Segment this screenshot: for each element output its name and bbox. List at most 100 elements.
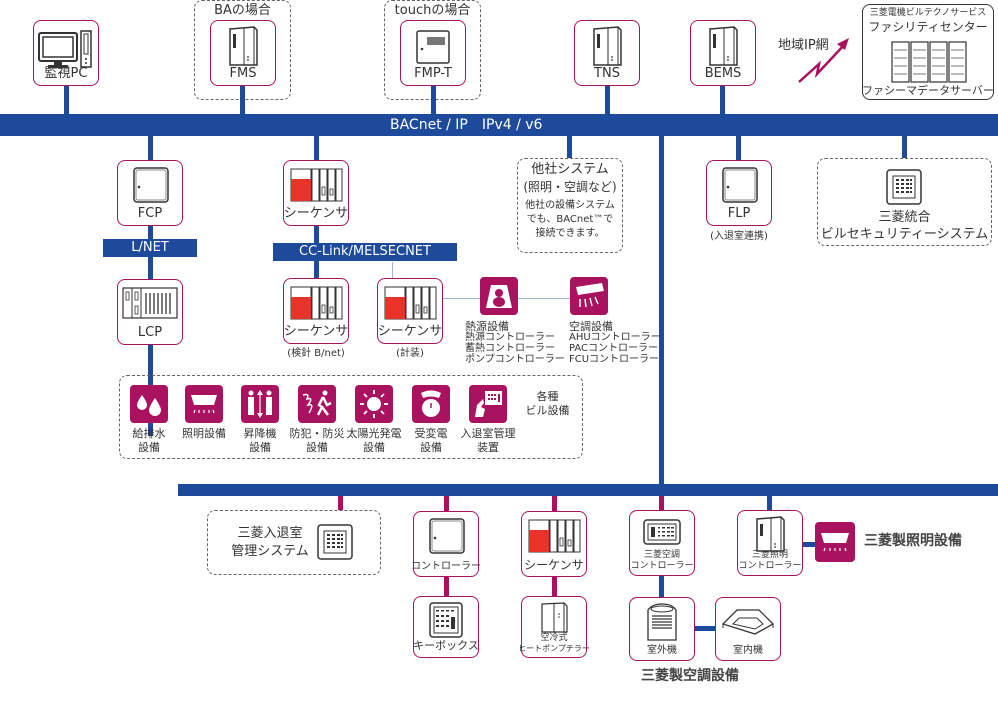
wire-fmpt: [431, 86, 436, 114]
equipment-label: 防犯・防災 設備: [289, 427, 345, 454]
ac-controller-line1: 三菱空調: [643, 550, 680, 561]
light-controller-node[interactable]: 三菱照明 コントローラー: [737, 510, 803, 576]
equipment-label: 昇降機 設備: [243, 427, 277, 454]
wire-access-system: [338, 496, 343, 510]
computer-icon: [38, 30, 92, 68]
tns-node[interactable]: TNS: [574, 20, 640, 86]
sequencer-icon: [384, 286, 437, 320]
aircon-title: 空調設備: [569, 320, 613, 333]
data-server-icon: [891, 41, 967, 83]
fire-security-icon: [298, 385, 336, 423]
monitor-pc-node[interactable]: 監視PC: [33, 20, 99, 86]
control-panel-icon: [133, 167, 169, 203]
chiller-node[interactable]: 空冷式 ヒートポンプチラー: [518, 596, 590, 658]
light-controller-line2: コントローラー: [738, 560, 802, 571]
control-panel-icon: [429, 518, 465, 554]
facility-center-box: [862, 4, 994, 100]
sequencer-icon: [290, 168, 343, 202]
heat-source-line: 熱源コントローラー: [465, 332, 555, 343]
wire-bems: [720, 86, 725, 114]
security-line2: ビルセキュリティーシステム: [820, 227, 989, 242]
wire-fms: [240, 86, 245, 114]
aircon-icon: [570, 277, 608, 315]
aircon-line: PACコントローラー: [569, 343, 659, 354]
fmpt-group-label: touchの場合: [394, 3, 471, 18]
lnet-label: L/NET: [103, 239, 197, 257]
keybox-node[interactable]: キーボックス: [413, 596, 479, 658]
outdoor-unit-label: 室外機: [647, 644, 677, 656]
sequencer-icon: [290, 286, 343, 320]
wireless-link-icon: [798, 38, 849, 83]
controller-node[interactable]: コントローラー: [411, 511, 481, 577]
security-line1: 三菱統合: [878, 210, 931, 225]
access-control-icon: [469, 385, 507, 423]
indoor-unit-node[interactable]: 室内機: [715, 597, 781, 661]
ac-controller-line2: コントローラー: [630, 560, 694, 571]
wire-outdoor: [659, 576, 664, 597]
bems-label: BEMS: [704, 66, 742, 81]
bems-node[interactable]: BEMS: [690, 20, 756, 86]
outdoor-unit-node[interactable]: 室外機: [629, 597, 695, 661]
regional-ip-label: 地域IP網: [778, 38, 829, 53]
access-panel-icon: [317, 524, 353, 560]
wire-indoor: [695, 626, 715, 631]
sequencer-node[interactable]: シーケンサ: [283, 160, 349, 226]
access-system-box[interactable]: [207, 510, 381, 575]
flp-node[interactable]: FLP: [706, 160, 772, 226]
bus-label: BACnet / IP IPv4 / v6: [390, 117, 543, 133]
chiller-icon: [541, 602, 568, 633]
solar-icon: [355, 385, 393, 423]
chiller-line1: 空冷式: [540, 633, 568, 644]
wire-light-equipment: [803, 542, 817, 547]
fms-node[interactable]: FMS: [210, 20, 276, 86]
lcp-node[interactable]: LCP: [117, 279, 183, 345]
heat-source-line: 蓄熱コントローラー: [465, 343, 555, 354]
lcp-label: LCP: [137, 325, 163, 340]
fcp-node[interactable]: FCP: [117, 160, 183, 226]
heat-source-line: ポンプコントローラー: [465, 354, 565, 365]
server-cabinet-icon: [709, 26, 738, 66]
server-cabinet-icon: [593, 26, 622, 66]
other-system-sub: (照明・空調など): [523, 180, 617, 194]
security-panel-icon: [886, 169, 922, 205]
cclink-label: CC-Link/MELSECNET: [273, 243, 457, 261]
security-system-box[interactable]: [817, 158, 992, 246]
wire-light-controller: [767, 496, 772, 510]
ac-equipment-label: 三菱製空調設備: [641, 668, 739, 684]
light-controller-line1: 三菱照明: [751, 550, 788, 561]
sequencer-bottom-node[interactable]: シーケンサ: [521, 511, 587, 577]
sequencer-label: シーケンサ: [283, 206, 349, 221]
server-cabinet-icon: [229, 26, 258, 66]
other-system-box[interactable]: [517, 158, 623, 253]
tns-label: TNS: [594, 66, 620, 81]
fmpt-node[interactable]: FMP-T: [400, 20, 466, 86]
building-equipment-label: 各種 ビル設備: [525, 390, 570, 417]
sequencer-meter-label: シーケンサ: [283, 324, 349, 339]
elevator-icon: [241, 385, 279, 423]
sequencer-meter-node[interactable]: シーケンサ: [283, 278, 349, 344]
fcp-label: FCP: [137, 206, 163, 221]
outdoor-unit-icon: [647, 603, 677, 641]
equipment-label: 受変電 設備: [414, 427, 448, 454]
sequencer-instr-label: シーケンサ: [377, 324, 443, 339]
wire-other: [567, 136, 572, 158]
sequencer-icon: [528, 519, 581, 553]
other-system-desc2: でも、BACnet™で: [526, 214, 614, 225]
heat-source-text: 熱源設備 熱源コントローラー 蓄熱コントローラー ポンプコントローラー: [465, 321, 565, 365]
chiller-line2: ヒートポンプチラー: [518, 643, 590, 653]
touch-panel-icon: [416, 30, 450, 64]
sequencer-instr-node[interactable]: シーケンサ: [377, 278, 443, 344]
water-drops-icon: [130, 385, 168, 423]
flp-note: (入退室連携): [710, 231, 768, 242]
keybox-label: キーボックス: [413, 639, 479, 653]
other-system-desc1: 他社の設備システム: [525, 200, 615, 211]
access-system-line1: 三菱入退室: [237, 526, 303, 541]
flp-label: FLP: [727, 206, 751, 221]
control-panel-icon: [722, 167, 758, 203]
building-equipment-group: [119, 375, 583, 459]
heat-source-title: 熱源設備: [465, 320, 509, 333]
equipment-label: 給排水 設備: [132, 427, 166, 454]
wire-tns: [605, 86, 610, 114]
ac-controller-node[interactable]: 三菱空調 コントローラー: [629, 510, 695, 576]
lcp-rack-icon: [122, 287, 178, 319]
